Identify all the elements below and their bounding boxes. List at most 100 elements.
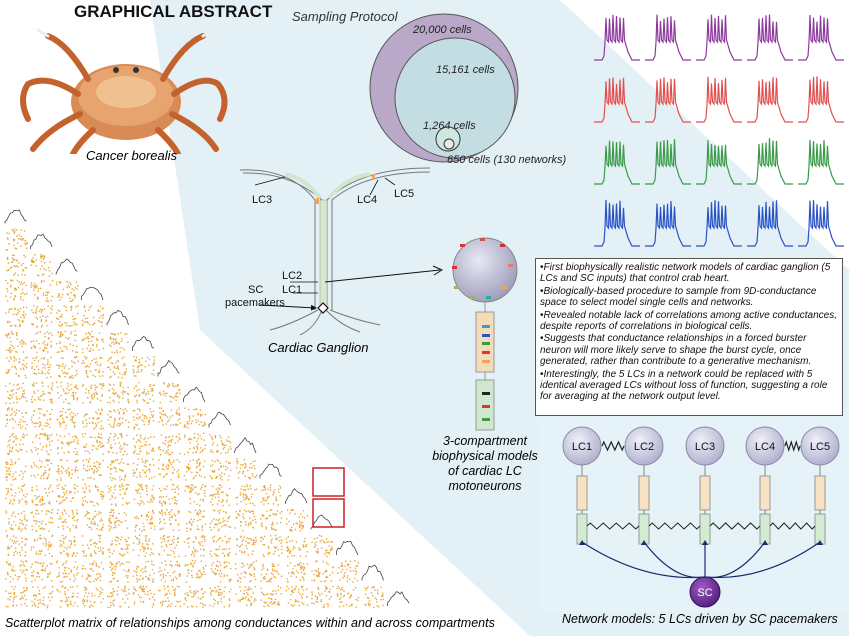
ganglion-label-lc2: LC2 — [282, 270, 303, 282]
sc-arrowhead — [641, 540, 647, 545]
scatter-cell — [311, 560, 334, 583]
density-curve — [132, 336, 155, 351]
voltage-trace — [747, 77, 793, 123]
scatter-cell — [31, 356, 52, 379]
scatter-cell — [82, 382, 105, 404]
venn-middle — [394, 37, 516, 159]
scatter-cell — [82, 408, 104, 430]
abstract-title: GRAPHICAL ABSTRACT — [74, 2, 273, 21]
ganglion-label-lc3: LC3 — [252, 194, 273, 206]
gap-junction — [601, 440, 625, 452]
scatter-cell — [56, 433, 79, 456]
sampling-venn — [369, 13, 519, 163]
scatter-cell — [234, 560, 258, 583]
sc-arrowhead — [702, 540, 708, 545]
voltage-trace — [645, 77, 691, 123]
scatter-cell — [30, 433, 53, 456]
lc-cell-label: LC3 — [695, 441, 715, 453]
density-curve — [336, 540, 359, 556]
scatter-cell — [81, 534, 105, 557]
density-curve — [55, 258, 78, 275]
model-caption: 3-compartment biophysical models of card… — [420, 434, 550, 494]
scatter-cell — [56, 407, 79, 430]
scatter-cell — [5, 407, 28, 430]
scatter-cell — [84, 510, 105, 531]
model-caption-line-3: of cardiac LC — [448, 464, 522, 478]
density-curve — [106, 309, 129, 326]
scatter-cell — [56, 305, 79, 328]
scatter-cell — [5, 228, 28, 251]
scatter-cell — [311, 534, 333, 558]
scatter-cell — [235, 484, 258, 507]
scatter-caption: Scatterplot matrix of relationships amon… — [5, 616, 495, 630]
sc-arrowhead — [817, 540, 823, 545]
voltage-trace — [696, 76, 742, 123]
voltage-trace — [747, 138, 793, 185]
scatter-cell — [5, 356, 28, 379]
scatter-cell — [183, 458, 206, 481]
scatter-cell — [5, 484, 28, 505]
ganglion-caption: Cardiac Ganglion — [268, 340, 369, 355]
scatter-cell — [183, 407, 207, 429]
scatter-cell — [31, 586, 54, 609]
density-curve — [157, 359, 180, 377]
voltage-trace — [594, 77, 640, 123]
scatter-cell — [364, 586, 384, 609]
scatter-cell — [30, 279, 54, 303]
scatter-cell — [31, 305, 53, 328]
voltage-trace — [594, 14, 640, 61]
voltage-trace — [747, 14, 793, 61]
lc-neurite — [814, 475, 826, 511]
scatter-cell — [81, 586, 105, 608]
scatter-cell — [5, 560, 28, 583]
scatter-cell — [30, 331, 53, 354]
scatter-cell — [81, 560, 104, 583]
scatter-cell — [107, 356, 128, 379]
ganglion-label-pacemakers: pacemakers — [225, 297, 285, 309]
voltage-trace — [594, 200, 640, 247]
finding-item: Revealed notable lack of correlations am… — [540, 310, 838, 333]
electrical-coupling — [769, 522, 816, 530]
scatter-cell — [81, 330, 105, 354]
venn-label-650: 650 cells (130 networks) — [447, 154, 567, 166]
lc-neurite — [699, 475, 711, 511]
scatter-cell — [209, 535, 231, 557]
scatter-cell — [107, 536, 130, 558]
lc-axon — [759, 513, 771, 545]
scatter-cell — [158, 535, 180, 558]
model-caption-line-2: biophysical models — [432, 449, 538, 463]
scatter-cell — [260, 534, 283, 558]
scatter-cell — [183, 586, 206, 608]
sc-arrowhead — [762, 540, 768, 545]
scatter-cell — [30, 408, 53, 430]
scatter-cell — [183, 534, 206, 558]
density-curve — [208, 411, 231, 428]
findings-box: First biophysically realistic network mo… — [535, 258, 843, 416]
sc-arrowhead — [579, 540, 585, 545]
density-curve — [4, 209, 27, 224]
scatter-cell — [107, 458, 129, 481]
lc-axon — [814, 513, 826, 545]
scatter-cell — [7, 433, 28, 456]
scatter-cell — [5, 279, 28, 302]
lc-axon — [576, 513, 588, 545]
venn-label-20000: 20,000 cells — [413, 24, 472, 36]
scatter-cell — [209, 484, 231, 507]
scatter-cell — [186, 509, 207, 532]
scatter-cell — [107, 585, 130, 609]
voltage-trace — [798, 14, 844, 61]
voltage-trace — [747, 200, 793, 247]
electrical-coupling — [709, 522, 761, 530]
finding-item: Suggests that conductance relationships … — [540, 333, 838, 367]
scatter-cell — [260, 563, 283, 583]
scatter-cell — [158, 585, 181, 608]
scatter-cell — [132, 434, 155, 455]
lc-axon — [638, 513, 650, 545]
voltage-trace — [645, 14, 691, 61]
scatter-cell — [82, 458, 104, 481]
cardiac-ganglion-diagram — [239, 167, 431, 336]
scatter-cell — [108, 509, 129, 532]
scatter-cell — [158, 407, 181, 427]
model-caption-line-4: motoneurons — [448, 479, 522, 493]
voltage-trace — [798, 76, 844, 123]
